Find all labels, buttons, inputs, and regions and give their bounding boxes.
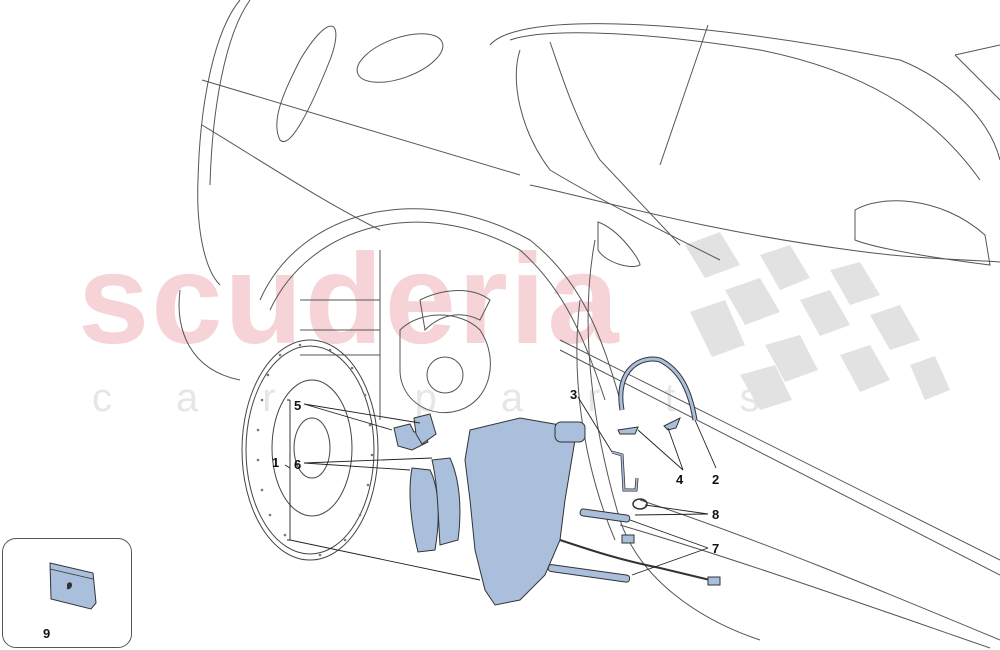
clamp-8 [632, 498, 648, 510]
hose-clip-a [617, 426, 639, 435]
callout-7[interactable]: 7 [712, 541, 720, 556]
callout-3[interactable]: 3 [570, 387, 578, 402]
brake-pad-large-front [409, 467, 439, 553]
callout-6[interactable]: 6 [294, 457, 302, 472]
inset-box [2, 538, 132, 648]
callout-8[interactable]: 8 [712, 507, 720, 522]
brake-pad-small-rear [413, 413, 437, 445]
brake-pad-large-rear [431, 457, 461, 546]
caliper-motor [554, 421, 586, 443]
ferrari-pouch-icon [49, 562, 97, 610]
caliper-bolt-upper [579, 508, 631, 523]
callout-2[interactable]: 2 [712, 472, 720, 487]
sensor-connector-2 [621, 534, 635, 544]
callout-4[interactable]: 4 [676, 472, 684, 487]
caliper-bolt-lower [547, 564, 631, 583]
callout-5[interactable]: 5 [294, 398, 302, 413]
hose-clip-b [663, 416, 681, 431]
callout-1[interactable]: 1 [272, 455, 280, 470]
sensor-connector [707, 576, 721, 586]
callout-9[interactable]: 9 [43, 626, 51, 641]
